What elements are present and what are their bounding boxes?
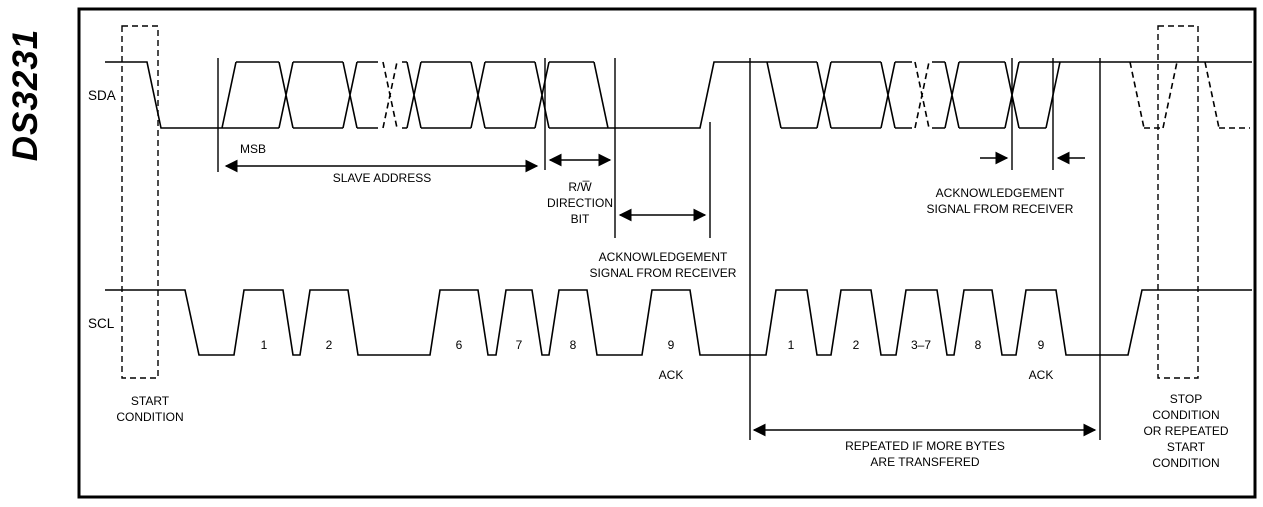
stop-condition-label-line3: OR REPEATED [1143, 424, 1228, 438]
rw-label-line2: DIRECTION [547, 196, 613, 210]
start-condition-label-line2: CONDITION [116, 410, 183, 424]
chip-name-vertical: DS3231 [6, 28, 45, 162]
scl-clock-number: 8 [975, 338, 982, 352]
scl-clock-number: 9 [1038, 338, 1045, 352]
ack-clock-label-2: ACK [1029, 368, 1054, 382]
reference-lines [217, 58, 1101, 440]
repeated-label-line1: REPEATED IF MORE BYTES [845, 439, 1005, 453]
scl-clock-number: 2 [326, 338, 333, 352]
msb-label: MSB [240, 142, 266, 156]
rw-label-line1: R/W̅ [568, 180, 592, 194]
ack-right-label-line1: ACKNOWLEDGEMENT [936, 186, 1065, 200]
scl-clock-number: 7 [516, 338, 523, 352]
ack-left-label-line2: SIGNAL FROM RECEIVER [590, 266, 737, 280]
scl-clock-number: 1 [261, 338, 268, 352]
scl-clock-number: 9 [668, 338, 675, 352]
rw-label-line3: BIT [571, 212, 590, 226]
stop-condition-label-line1: STOP [1170, 392, 1202, 406]
sda-waveform-dashed [382, 61, 1250, 129]
ack-left-label-line1: ACKNOWLEDGEMENT [599, 250, 728, 264]
sda-label: SDA [88, 88, 116, 103]
start-condition-label-line1: START [131, 394, 170, 408]
start-condition-box [121, 25, 159, 379]
scl-clock-number: 6 [456, 338, 463, 352]
stop-condition-label-line2: CONDITION [1152, 408, 1219, 422]
scl-waveform [105, 289, 1252, 356]
scl-label: SCL [88, 316, 115, 331]
sda-waveform [105, 61, 1252, 129]
stop-condition-label-line5: CONDITION [1152, 456, 1219, 470]
ack-clock-label-1: ACK [659, 368, 684, 382]
stop-condition-label-line4: START [1167, 440, 1206, 454]
ack-right-label-line2: SIGNAL FROM RECEIVER [927, 202, 1074, 216]
scl-clock-number: 3–7 [911, 338, 931, 352]
scl-clock-number: 8 [570, 338, 577, 352]
slave-address-label: SLAVE ADDRESS [333, 171, 431, 185]
repeated-label-line2: ARE TRANSFERED [870, 455, 979, 469]
scl-clock-number: 1 [788, 338, 795, 352]
stop-condition-box [1157, 25, 1199, 379]
diagram-border [77, 7, 1257, 499]
scl-clock-number: 2 [853, 338, 860, 352]
